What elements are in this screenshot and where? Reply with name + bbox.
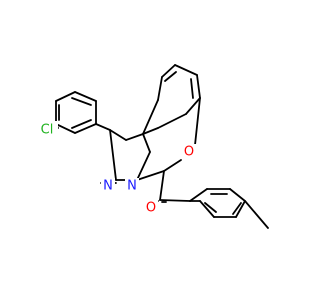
bond-26 (190, 78, 194, 99)
atom-label-o-carbonyl: O (146, 201, 156, 216)
bond-0 (74, 91, 97, 102)
bond-13 (142, 133, 151, 153)
bond-7 (71, 119, 92, 129)
atom-n-ring: N (125, 178, 139, 195)
atom-n-imine: N (101, 178, 115, 195)
bond-37 (229, 188, 246, 202)
bond-5 (55, 91, 76, 102)
atom-label-n-imine: N (103, 179, 113, 194)
bond-24 (157, 76, 163, 101)
bond-6 (71, 97, 92, 106)
bond-14 (136, 151, 151, 181)
bond-2 (74, 123, 97, 134)
chemical-structure-diagram: Cl N N O O (36, 64, 269, 229)
atom-o-ether: O (182, 144, 196, 161)
bond-34 (159, 199, 191, 202)
bond-45 (244, 200, 269, 229)
bond-31 (159, 170, 165, 201)
atom-o-carbonyl: O (144, 200, 158, 217)
bond-38 (235, 200, 246, 218)
bond-12 (125, 133, 144, 141)
atom-cl: Cl (36, 121, 58, 139)
bond-29 (163, 159, 182, 172)
bond-21 (196, 74, 201, 99)
bond-10 (95, 123, 111, 131)
atom-label-cl: Cl (41, 123, 54, 138)
bond-22 (174, 64, 198, 76)
bond-43 (232, 202, 242, 215)
bond-30 (136, 170, 165, 181)
atom-label-o-ether: O (184, 145, 194, 160)
atom-label-n-ring: N (127, 179, 137, 194)
bond-44 (204, 202, 217, 213)
bond-16 (109, 129, 117, 181)
bond-lines (55, 64, 269, 229)
bond-18 (142, 127, 159, 135)
bond-25 (142, 99, 159, 135)
bond-19 (157, 113, 187, 129)
bond-40 (199, 200, 215, 218)
bond-28 (194, 97, 201, 146)
bond-3 (55, 123, 76, 134)
bond-20 (185, 97, 201, 115)
bond-27 (164, 71, 177, 82)
bond-35 (189, 188, 208, 202)
atom-labels: Cl N N O O (36, 121, 196, 217)
bond-23 (161, 64, 176, 78)
bond-11 (109, 129, 127, 141)
